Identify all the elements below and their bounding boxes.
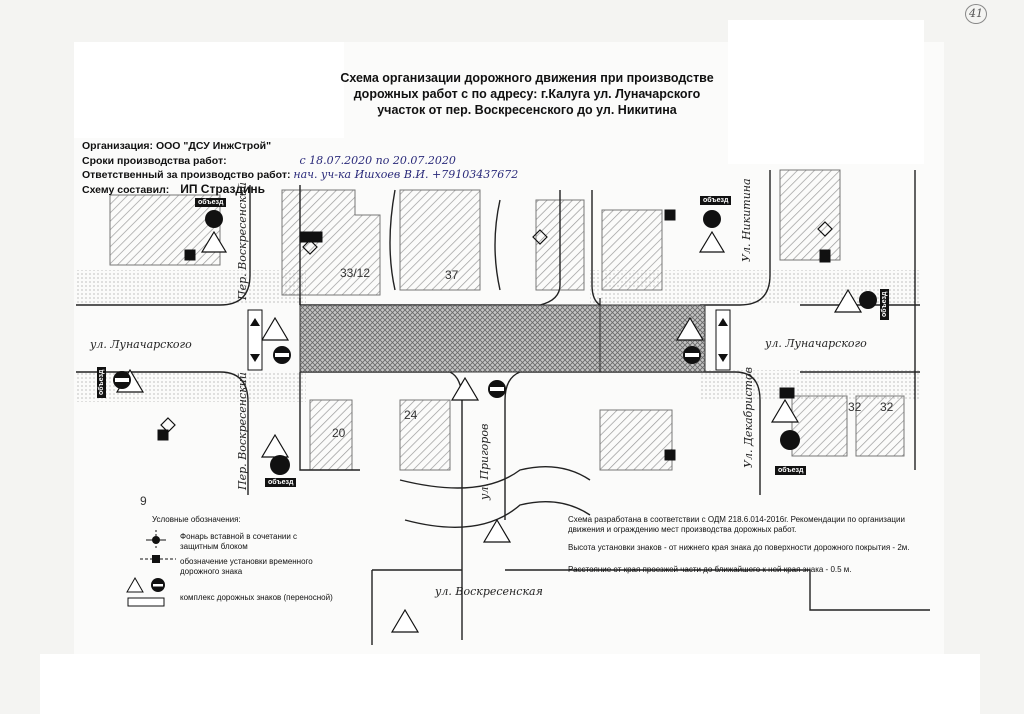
author-label: Схему составил: <box>82 184 170 196</box>
legend-complex: комплекс дорожных знаков (переносной) <box>180 593 333 602</box>
sidewalk-left-bottom <box>76 372 306 402</box>
sidewalk-left-top <box>76 270 306 305</box>
organization-label: Организация: <box>82 140 154 152</box>
page-number: 41 <box>965 4 987 24</box>
scheme-title: Схема организации дорожного движения при… <box>332 70 722 118</box>
redacted-block-top-left <box>74 42 344 138</box>
detour-sign: объезд <box>97 366 106 398</box>
detour-sign: объезд <box>265 478 297 487</box>
building-number: 32 <box>880 400 894 414</box>
note-standard: Схема разработана в соответствии с ОДМ 2… <box>568 515 905 534</box>
redacted-block-top-right <box>728 20 924 164</box>
street-voskresenskiy-top: Пер. Воскресенский <box>236 182 249 300</box>
building-number: 37 <box>445 268 459 282</box>
responsible-label: Ответственный за производство работ: <box>82 169 291 181</box>
legend-header: Условные обозначения: <box>152 515 241 524</box>
dates-row: Сроки производства работ: с 18.07.2020 п… <box>82 154 456 167</box>
redacted-block-bottom <box>40 654 980 714</box>
detour-sign: объезд <box>775 466 807 475</box>
street-voskresenskiy-bottom: Пер. Воскресенский <box>236 372 249 490</box>
street-lunacharskogo-right: ул. Луначарского <box>765 337 867 350</box>
organization-value: ООО "ДСУ ИнжСтрой" <box>155 140 272 152</box>
work-zone-west <box>299 304 601 373</box>
title-line-1: Схема организации дорожного движения при… <box>340 71 714 85</box>
building-number: 20 <box>332 426 346 440</box>
dates-label: Сроки производства работ: <box>82 155 227 167</box>
organization-row: Организация: ООО "ДСУ ИнжСтрой" <box>82 140 271 152</box>
building-number: 9 <box>140 494 147 508</box>
dates-value: с 18.07.2020 по 20.07.2020 <box>299 154 456 167</box>
building-number: 24 <box>404 408 418 422</box>
detour-sign: объезд <box>195 198 227 207</box>
sidewalk-right-bottom <box>700 370 920 400</box>
building-number: 33/12 <box>340 266 371 280</box>
legend-lamp: Фонарь вставной в сочетании с защитным б… <box>180 532 298 551</box>
title-line-2: дорожных работ с по адресу: г.Калуга ул.… <box>353 87 701 101</box>
street-dekabristov: Ул. Декабристов <box>742 367 755 468</box>
buildings <box>109 169 905 471</box>
responsible-value: нач. уч-ка Ишхоев В.И. +79103437672 <box>293 168 519 181</box>
road-signs <box>113 209 877 633</box>
title-line-3: участок от пер. Воскресенского до ул. Ни… <box>377 103 677 117</box>
detour-sign: объезд <box>880 288 889 320</box>
street-lunacharskogo-left: ул. Луначарского <box>90 338 192 351</box>
note-distance: Расстояние от края проезжей части до бли… <box>568 565 852 574</box>
note-height: Высота установки знаков - от нижнего кра… <box>568 543 910 552</box>
author-value: ИП Страздинь <box>180 182 266 196</box>
responsible-row: Ответственный за производство работ: нач… <box>82 168 518 181</box>
detour-sign: объезд <box>700 196 732 205</box>
building-number: 32 <box>848 400 862 414</box>
author-row: Схему составил: ИП Страздинь <box>82 182 265 196</box>
street-nikitina: Ул. Никитина <box>740 178 753 262</box>
street-voskresenskaya: ул. Воскресенская <box>435 585 543 598</box>
legend-temp-sign: обозначение установки временного дорожно… <box>180 557 313 576</box>
street-prigorov: ул. Пригоров <box>478 423 491 500</box>
